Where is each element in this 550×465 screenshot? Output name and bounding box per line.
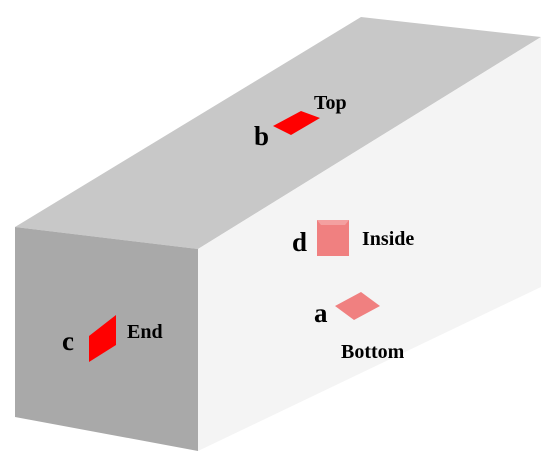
bottom-marker-label: Bottom <box>341 341 405 363</box>
bottom-marker-letter: a <box>314 298 328 328</box>
inside-marker <box>317 220 349 256</box>
top-marker-label: Top <box>314 92 347 114</box>
inside-marker-shade <box>317 220 349 225</box>
top-marker <box>273 111 320 135</box>
bottom-marker <box>335 292 380 320</box>
end-marker-label: End <box>127 321 163 343</box>
top-face <box>15 17 541 249</box>
end-marker-letter: c <box>62 326 74 356</box>
end-marker <box>89 315 116 362</box>
inside-marker-label: Inside <box>362 228 414 250</box>
side-face <box>198 37 541 451</box>
top-marker-letter: b <box>254 121 269 151</box>
inside-marker-letter: d <box>292 227 307 257</box>
